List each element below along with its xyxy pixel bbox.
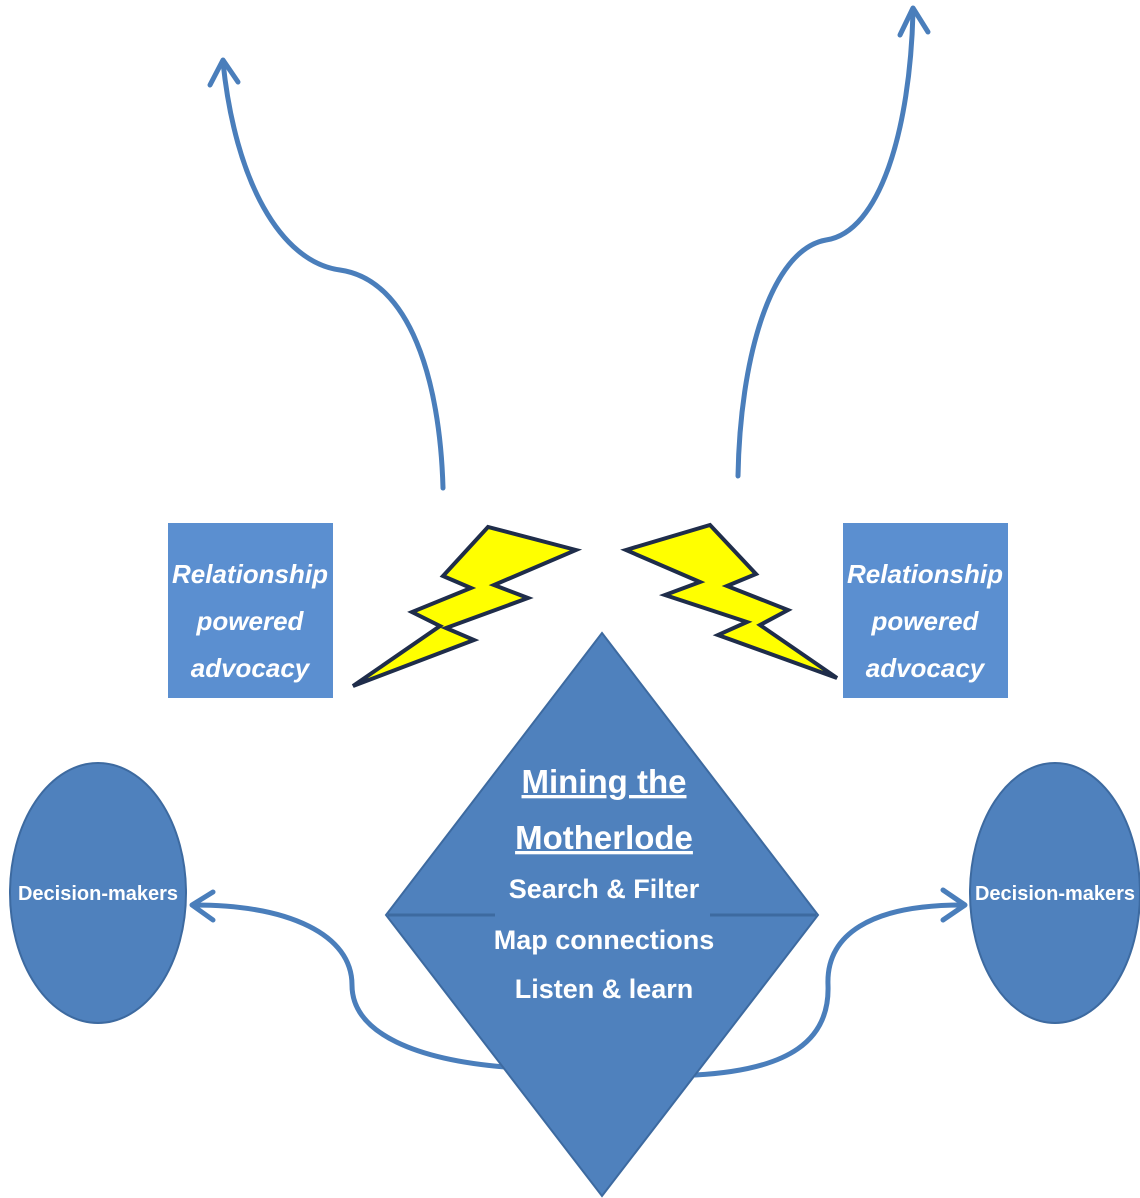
lightning-bolt-icon [351, 524, 583, 688]
left-box-line-1: Relationship [172, 559, 328, 589]
left-side-arrowhead [189, 889, 216, 923]
right-up-arrowhead [897, 5, 931, 38]
right-advocacy-box: Relationship powered advocacy [843, 523, 1008, 698]
diamond-item-listen: Listen & learn [515, 974, 694, 1004]
right-up-arrow [735, 9, 916, 479]
diamond-title-line-2: Motherlode [515, 819, 693, 856]
right-side-arrow [692, 902, 965, 1078]
left-side-arrow [191, 902, 508, 1070]
right-box-line-3: advocacy [866, 653, 986, 683]
left-box-line-3: advocacy [191, 653, 311, 683]
side-arrows [189, 887, 968, 1078]
left-box-line-2: powered [196, 606, 305, 636]
right-side-arrowhead [940, 887, 968, 923]
left-up-arrowhead [207, 57, 241, 88]
lightning-bolt-icon [620, 522, 839, 680]
left-advocacy-box: Relationship powered advocacy [168, 523, 333, 698]
left-up-arrow [220, 59, 446, 491]
up-arrows [207, 5, 931, 491]
motherlode-diamond: Mining the Motherlode Search & Filter Ma… [384, 631, 820, 1198]
right-box-line-2: powered [871, 606, 980, 636]
left-decision-makers: Decision-makers [9, 762, 187, 1024]
right-ellipse-label: Decision-makers [975, 883, 1135, 905]
left-ellipse-label: Decision-makers [18, 883, 178, 905]
diamond-item-search: Search & Filter [509, 874, 700, 904]
right-box-line-1: Relationship [847, 559, 1003, 589]
right-decision-makers: Decision-makers [969, 762, 1140, 1024]
diamond-title-line-1: Mining the [522, 763, 687, 800]
diamond-item-map: Map connections [494, 925, 715, 955]
